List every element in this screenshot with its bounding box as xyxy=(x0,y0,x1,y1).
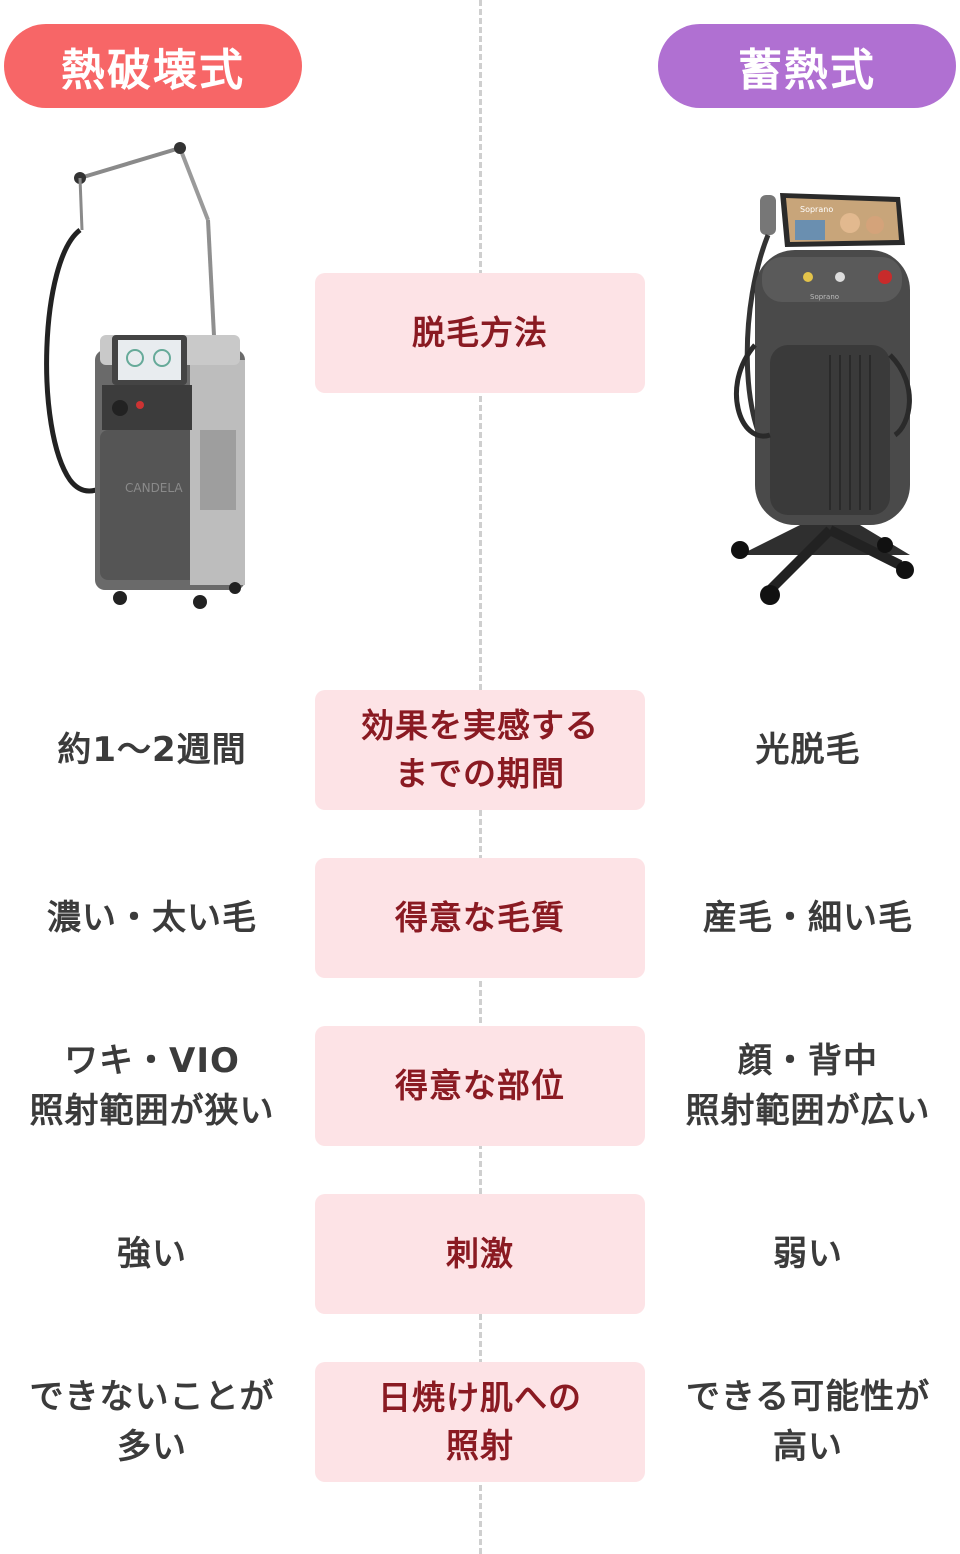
row-left-hair-type: 濃い・太い毛 xyxy=(47,898,257,938)
row-left-stimulation: 強い xyxy=(117,1234,187,1274)
header-heat-storage: 蓄熱式 xyxy=(658,24,956,108)
row-label-hair-type: 得意な毛質 xyxy=(315,858,645,978)
left-laser-machine-image: CANDELA xyxy=(44,142,245,609)
row-left-time-to-effect: 約1〜2週間 xyxy=(57,730,247,770)
row-label-hair-removal-method: 脱毛方法 xyxy=(315,273,645,393)
svg-text:CANDELA: CANDELA xyxy=(125,481,183,495)
svg-text:Soprano: Soprano xyxy=(800,205,833,214)
row-left-tanned-skin: できないことが 多い xyxy=(29,1377,275,1467)
row-label-time-to-effect: 効果を実感する までの期間 xyxy=(315,690,645,810)
row-right-time-to-effect: 光脱毛 xyxy=(755,730,861,770)
row-right-tanned-skin: できる可能性が 高い xyxy=(685,1377,931,1467)
row-right-stimulation: 弱い xyxy=(773,1234,843,1274)
right-laser-machine-image: Soprano Soprano xyxy=(731,193,914,605)
row-left-body-area: ワキ・VIO 照射範囲が狭い xyxy=(29,1041,275,1131)
row-label-tanned-skin: 日焼け肌への 照射 xyxy=(315,1362,645,1482)
row-label-stimulation: 刺激 xyxy=(315,1194,645,1314)
header-thermal-destruction: 熱破壊式 xyxy=(4,24,302,108)
row-right-body-area: 顔・背中 照射範囲が広い xyxy=(685,1041,931,1131)
row-label-body-area: 得意な部位 xyxy=(315,1026,645,1146)
svg-text:Soprano: Soprano xyxy=(810,293,839,301)
row-right-hair-type: 産毛・細い毛 xyxy=(703,898,913,938)
